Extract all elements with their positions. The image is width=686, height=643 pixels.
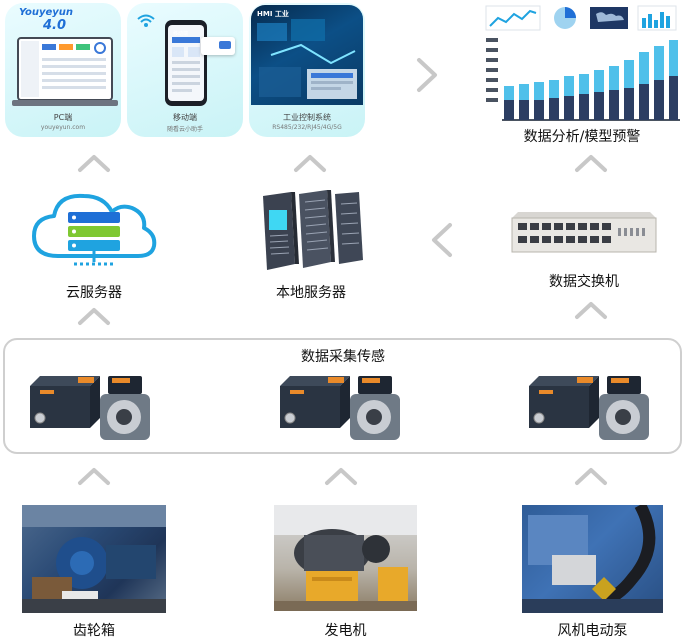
generator-photo (274, 505, 417, 611)
industrial-subcaption: RS485/232/RJ45/4G/5G (272, 124, 342, 131)
analysis-chart-graphic (484, 4, 680, 122)
chevron-up-icon (574, 466, 608, 486)
network-switch-caption: 数据交换机 (549, 274, 619, 290)
floating-panel (201, 37, 235, 55)
chevron-up-icon (574, 153, 608, 173)
chevron-up-icon (574, 300, 608, 320)
industrial-control-card: HMI 工业 工业控制系统 RS485/232/RJ45/4G/5G (249, 3, 365, 137)
fan-pump-caption: 风机电动泵 (557, 623, 628, 639)
industrial-caption: 工业控制系统 (283, 113, 331, 122)
pc-caption: PC端 (53, 113, 73, 122)
fan-pump-photo (522, 505, 663, 613)
chevron-up-icon (293, 153, 327, 173)
mobile-terminal-card: 移动端 移动端 随看云小助手 (127, 3, 243, 137)
chevron-up-icon (324, 466, 358, 486)
laptop-icon (12, 36, 118, 114)
chevron-right-icon (416, 57, 438, 93)
sensor-kit-1 (28, 372, 158, 448)
local-server-caption: 本地服务器 (276, 285, 346, 301)
pc-terminal-card: Youyeyun 4.0 PC端 youyeyun.com (5, 3, 121, 137)
sensor-kit-2 (278, 372, 408, 448)
hmi-screen-image (251, 5, 363, 105)
chevron-up-icon (77, 466, 111, 486)
generator-caption: 发电机 (324, 623, 367, 639)
sensing-title: 数据采集传感 (301, 349, 385, 365)
sensing-panel (3, 338, 682, 454)
chevron-up-icon (77, 306, 111, 326)
hmi-banner: HMI 工业 (257, 10, 289, 18)
analysis-caption: 数据分析/模型预警 (523, 129, 641, 145)
cloud-server-caption: 云服务器 (66, 285, 122, 301)
network-switch-icon (510, 206, 658, 260)
mobile-screen-title: 移动端 (173, 31, 189, 37)
chevron-up-icon (77, 153, 111, 173)
local-server-rack-icon (255, 188, 367, 276)
version-label: 4.0 (43, 18, 67, 33)
mobile-caption: 移动端 (173, 113, 197, 122)
sensor-kit-3 (527, 372, 657, 448)
smartphone-icon (164, 19, 208, 111)
brand-logo: Youyeyun (19, 7, 73, 18)
wifi-icon (137, 13, 155, 32)
gearbox-caption: 齿轮箱 (73, 623, 115, 639)
mobile-subcaption: 随看云小助手 (166, 126, 203, 133)
chevron-left-icon (431, 222, 453, 258)
pc-url: youyeyun.com (40, 124, 86, 131)
cloud-server-icon (30, 190, 158, 276)
gearbox-photo (22, 505, 166, 613)
